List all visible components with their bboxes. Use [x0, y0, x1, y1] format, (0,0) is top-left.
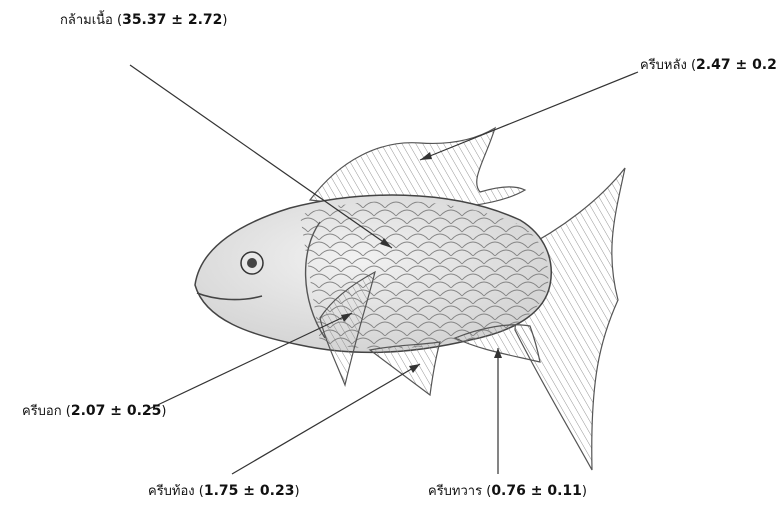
dorsal-fin-value: 2.47 ± 0.22 [696, 57, 778, 73]
anal-fin-label: ครีบทวาร (0.76 ± 0.11) [428, 480, 587, 501]
anal-fin-value: 0.76 ± 0.11 [491, 483, 582, 499]
dorsal-fin-label: ครีบหลัง (2.47 ± 0.22) [640, 54, 778, 75]
caudal-fin [515, 168, 625, 470]
muscle-name: กล้ามเนื้อ [60, 13, 113, 28]
anal-fin-name: ครีบทวาร [428, 484, 482, 499]
dorsal-fin-name: ครีบหลัง [640, 58, 687, 73]
muscle-label: กล้ามเนื้อ (35.37 ± 2.72) [60, 9, 227, 30]
muscle-value: 35.37 ± 2.72 [122, 12, 222, 28]
pectoral-fin-value: 2.07 ± 0.25 [71, 403, 162, 419]
pectoral-fin-name: ครีบอก [22, 404, 62, 419]
pectoral-fin-label: ครีบอก (2.07 ± 0.25) [22, 400, 166, 421]
dorsal-fin-leader-line [420, 72, 638, 160]
pelvic-fin-name: ครีบท้อง [148, 484, 195, 499]
pelvic-fin-label: ครีบท้อง (1.75 ± 0.23) [148, 480, 300, 501]
pelvic-fin-leader-line [232, 364, 420, 474]
pelvic-fin-value: 1.75 ± 0.23 [204, 483, 295, 499]
